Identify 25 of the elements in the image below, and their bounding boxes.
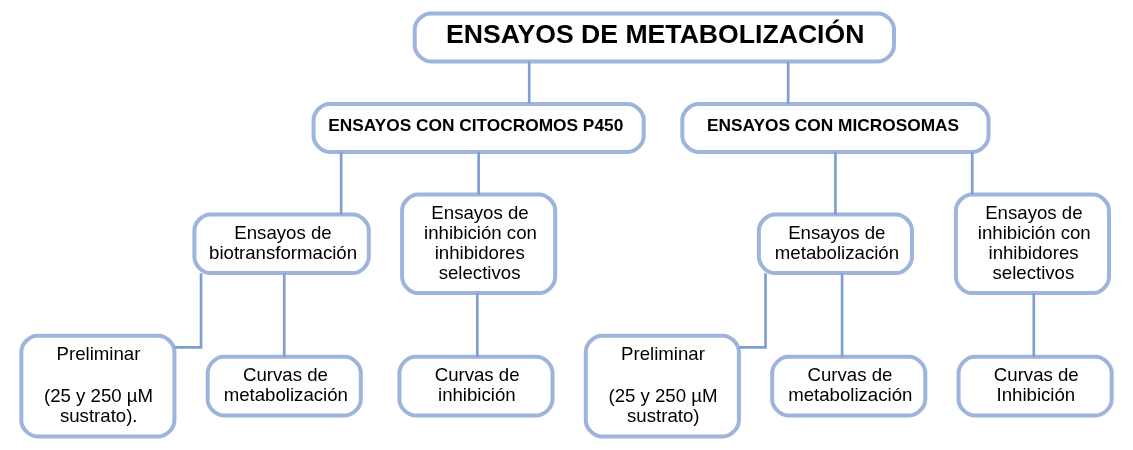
connector: [786, 61, 790, 104]
node-box: Curvas de inhibición: [397, 354, 555, 418]
node-box: Ensayos de inhibición con inhibidores selectivos: [953, 192, 1111, 296]
node-box: ENSAYOS CON MICROSOMAS: [680, 102, 991, 154]
connector: [970, 151, 974, 195]
node-box: Preliminar (25 y 250 µM sustrato).: [19, 333, 177, 439]
node-box: ENSAYOS DE METABOLIZACIÓN: [412, 11, 896, 64]
node-box: Curvas de metabolización: [770, 354, 928, 418]
node-box: Preliminar (25 y 250 µM sustrato): [583, 333, 741, 439]
connector: [475, 293, 479, 357]
connector: [1032, 293, 1036, 357]
connector: [834, 151, 837, 215]
node-box: ENSAYOS CON CITOCROMOS P450: [311, 102, 646, 154]
connector: [174, 273, 203, 349]
node-box: Curvas de metabolización: [205, 354, 363, 418]
node-box: Curvas de Inhibición: [956, 354, 1114, 418]
node-box: Ensayos de biotransformación: [192, 212, 371, 276]
connector: [527, 61, 531, 104]
connector: [738, 273, 767, 349]
connector: [339, 151, 343, 215]
node-box: Ensayos de metabolización: [756, 212, 914, 276]
connector: [282, 273, 286, 357]
connector: [477, 151, 480, 195]
node-box: Ensayos de inhibición con inhibidores selectivos: [400, 192, 558, 296]
connector: [840, 273, 844, 357]
